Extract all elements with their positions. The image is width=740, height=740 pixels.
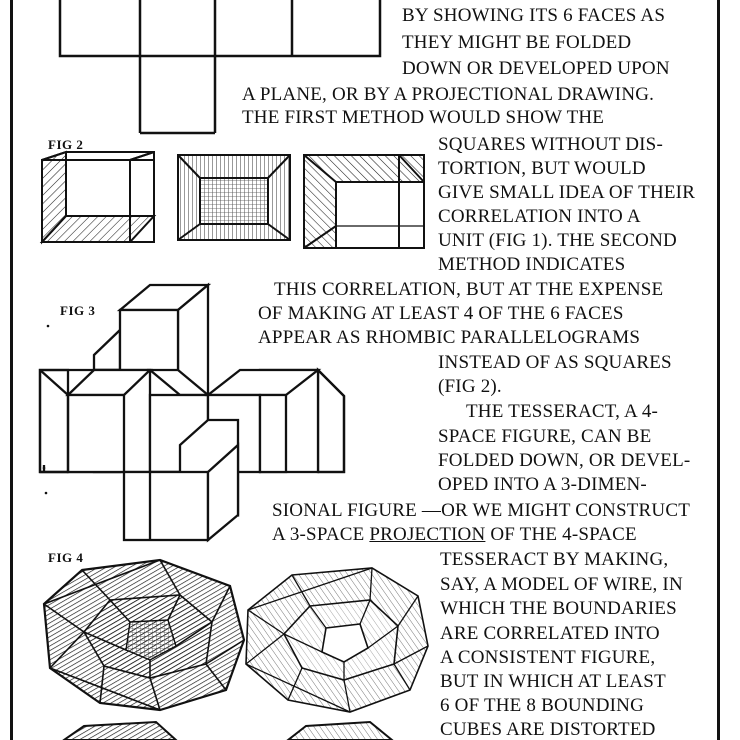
text-line: SIONAL FIGURE —OR WE MIGHT CONSTRUCT	[272, 500, 691, 521]
text-line: INSTEAD OF AS SQUARES	[438, 352, 672, 373]
page-border-right	[717, 0, 720, 740]
text-line: TORTION, BUT WOULD	[438, 158, 646, 179]
text-line: BUT IN WHICH AT LEAST	[440, 671, 666, 692]
text-line: FOLDED DOWN, OR DEVEL-	[438, 450, 691, 471]
dot-mark	[42, 466, 46, 470]
text-line: THE FIRST METHOD WOULD SHOW THE	[242, 107, 605, 128]
fig2-label: FIG 2	[48, 137, 84, 152]
text-line: TESSERACT BY MAKING,	[440, 549, 669, 570]
text-line: 6 OF THE 8 BOUNDING	[440, 695, 645, 716]
fig2-cube-2	[177, 154, 291, 241]
text-line: THIS CORRELATION, BUT AT THE EXPENSE	[274, 279, 664, 300]
text-line: GIVE SMALL IDEA OF THEIR	[438, 182, 696, 203]
text-line: SAY, A MODEL OF WIRE, IN	[440, 574, 683, 595]
text-fragment: OF THE 4-SPACE	[485, 524, 637, 545]
text-fragment: A 3-SPACE	[272, 524, 370, 545]
text-line: THE TESSERACT, A 4-	[466, 401, 659, 422]
text-line-with-underline: A 3-SPACE PROJECTION OF THE 4-SPACE	[272, 524, 637, 546]
text-line: BY SHOWING ITS 6 FACES AS	[402, 5, 666, 26]
fig2-cube-3	[303, 154, 425, 249]
text-line: DOWN OR DEVELOPED UPON	[402, 58, 670, 79]
text-line: THEY MIGHT BE FOLDED	[402, 32, 632, 53]
text-line: OF MAKING AT LEAST 4 OF THE 6 FACES	[258, 303, 624, 324]
fig2-cube-1	[39, 150, 157, 245]
text-line: WHICH THE BOUNDARIES	[440, 598, 677, 619]
text-line: APPEAR AS RHOMBIC PARALLELOGRAMS	[258, 327, 641, 348]
page-border-left	[10, 0, 13, 740]
dot-mark	[46, 324, 50, 328]
text-line: CUBES ARE DISTORTED	[440, 719, 656, 740]
text-line: A PLANE, OR BY A PROJECTIONAL DRAWING.	[242, 84, 655, 105]
fig4-partial-bottom	[62, 720, 394, 740]
text-line: ARE CORRELATED INTO	[440, 623, 660, 644]
fig2-cubes	[39, 150, 425, 249]
text-line: A CONSISTENT FIGURE,	[440, 647, 656, 668]
fig4-projection-dark	[42, 558, 246, 712]
underlined-word: PROJECTION	[369, 524, 486, 545]
fig4-projections	[42, 558, 429, 740]
text-line: (FIG 2).	[438, 376, 502, 397]
fig4-label: FIG 4	[48, 550, 84, 565]
text-line: UNIT (FIG 1). THE SECOND	[438, 230, 677, 251]
fig1-cross-net	[58, 0, 382, 135]
text-line: METHOD INDICATES	[438, 254, 626, 275]
fig4-projection-light	[245, 567, 429, 713]
fig3-label: FIG 3	[60, 303, 96, 318]
text-line: SQUARES WITHOUT DIS-	[438, 134, 663, 155]
dot-mark	[44, 491, 48, 495]
text-line: CORRELATION INTO A	[438, 206, 641, 227]
text-line: SPACE FIGURE, CAN BE	[438, 426, 652, 447]
text-line: OPED INTO A 3-DIMEN-	[438, 474, 647, 495]
fig3-tesseract-net	[38, 282, 346, 543]
